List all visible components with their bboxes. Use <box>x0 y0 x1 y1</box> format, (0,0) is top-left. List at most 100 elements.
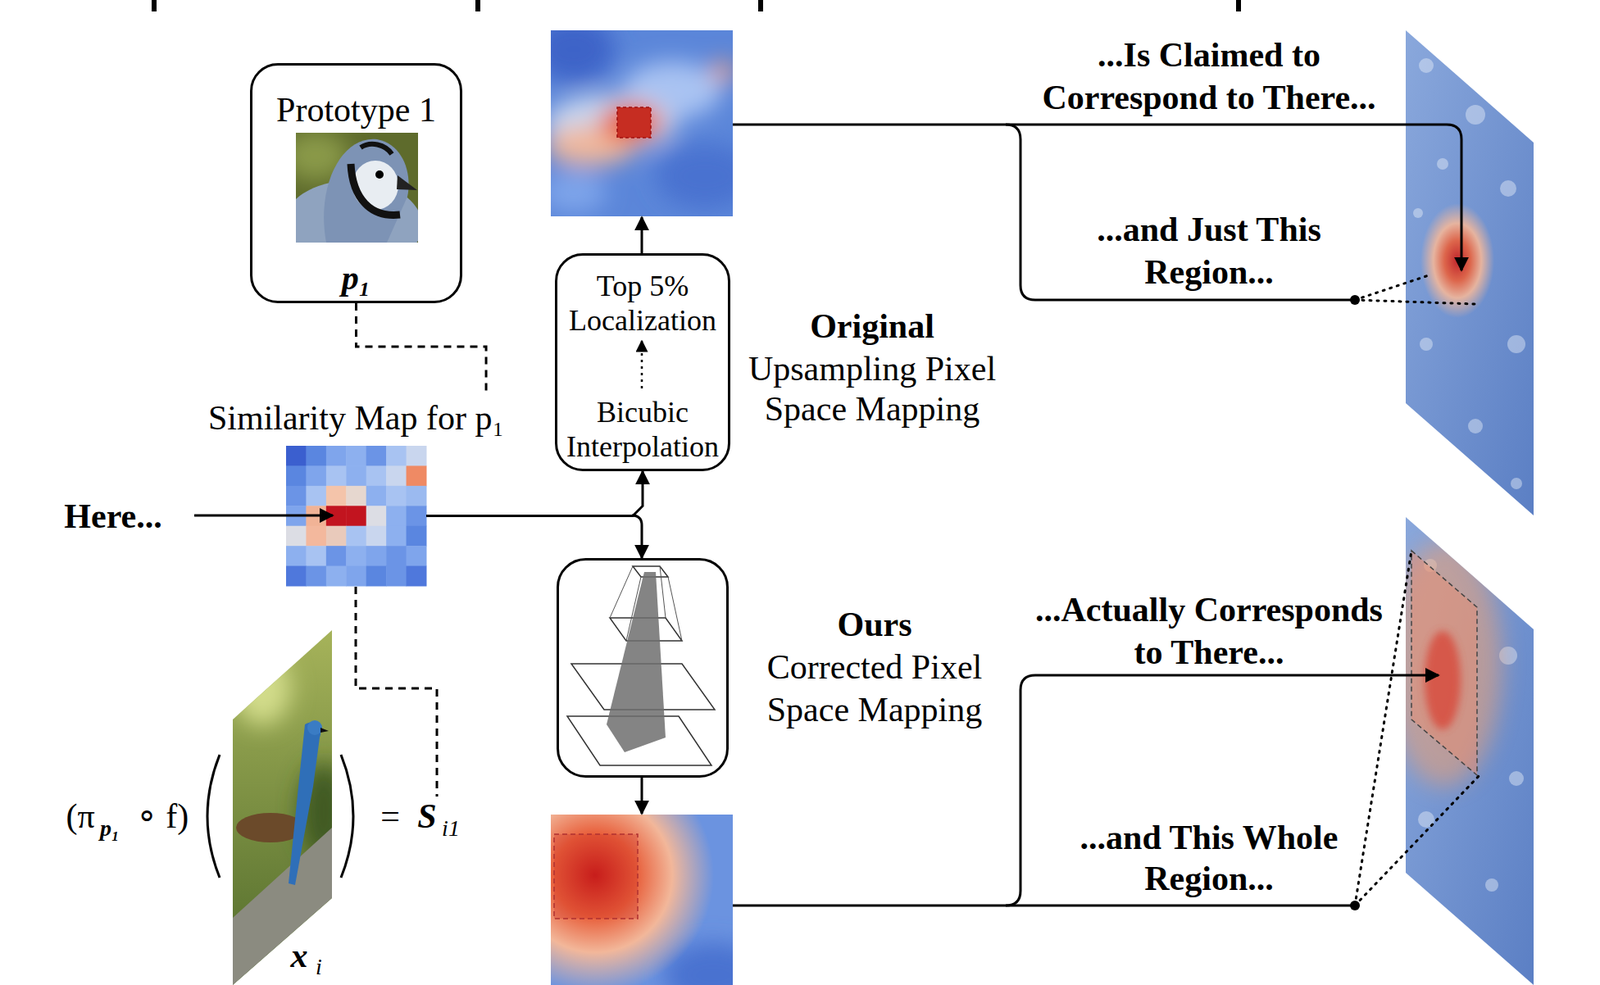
static-connectors-part-part <box>1354 300 1475 305</box>
formula-symbol: S <box>417 796 437 837</box>
original-overlay-image-part <box>1413 58 1526 490</box>
grid-cell <box>366 465 387 487</box>
method-heading: Original <box>809 306 935 346</box>
sample-image <box>232 630 349 985</box>
grid-cell <box>406 505 428 527</box>
static-connectors-part <box>732 124 1462 271</box>
original-overlay-image-part-part <box>1436 158 1449 170</box>
step-text: Top 5% Localization <box>562 268 723 338</box>
upsampled-heatmap-part-part <box>550 30 615 82</box>
grid-cell <box>286 445 307 467</box>
top-ticks-part <box>151 0 157 12</box>
prototype-image <box>295 132 419 243</box>
grid-cell <box>286 566 307 587</box>
corrected-heatmap-part <box>550 814 714 985</box>
receptive-field-box-part <box>609 566 682 641</box>
formula-subscript: p₁ <box>100 815 120 842</box>
prototype-image-part <box>396 175 418 191</box>
grid-cell <box>326 486 347 507</box>
receptive-field-box-part <box>606 572 666 753</box>
grid-cell <box>326 566 347 587</box>
static-connectors-part <box>631 515 642 559</box>
sample-image-part <box>288 722 321 886</box>
grid-cell <box>406 465 428 487</box>
grid-cell <box>286 545 307 567</box>
corrected-overlay-image <box>1386 517 1534 985</box>
prototype-title: Prototype 1 <box>276 89 437 131</box>
grid-cell <box>366 566 387 587</box>
grid-cell <box>406 445 428 467</box>
upsampling-box: Top 5% LocalizationBicubic Interpolation <box>554 253 731 472</box>
similarity-map-title: Similarity Map for p₁ <box>208 397 505 439</box>
upsampled-heatmap-part-part <box>655 143 733 210</box>
prototype-image-part <box>323 139 409 243</box>
grid-cell <box>345 445 367 467</box>
sample-image-part <box>320 727 329 733</box>
prototype-image-part <box>360 144 392 155</box>
upsampled-heatmap-part-part <box>600 103 663 143</box>
corrected-overlay-image-part-part <box>1436 928 1449 941</box>
grid-cell <box>305 465 327 487</box>
original-overlay-image-part-part <box>1465 104 1486 125</box>
grid-cell <box>326 465 347 487</box>
grid-cell <box>406 486 428 507</box>
corrected-heatmap-part <box>554 834 638 919</box>
pointer-text: Here... <box>63 496 162 537</box>
image-subscript: i <box>315 954 323 981</box>
static-connectors-part <box>194 514 333 518</box>
upsampled-heatmap-part <box>617 107 651 138</box>
grid-cell <box>305 545 327 567</box>
corrected-overlay-image-part-part <box>1485 878 1499 892</box>
grid-cell <box>286 465 307 487</box>
grid-cell <box>386 486 407 507</box>
grid-cell <box>345 545 367 567</box>
static-connectors <box>194 124 1480 906</box>
method-text: Corrected Pixel Space Mapping <box>737 645 1013 732</box>
static-connectors-part <box>640 217 644 254</box>
anchor-dots-part <box>1350 295 1360 305</box>
callout-text: ...and Just This Region... <box>1069 208 1349 294</box>
grid-cell <box>305 526 327 547</box>
grid-cell <box>286 526 307 547</box>
grid-cell <box>345 566 367 587</box>
grid-cell <box>305 445 327 467</box>
grid-cell <box>386 445 407 467</box>
original-overlay-image-part <box>1405 30 1534 516</box>
static-connectors-part <box>1005 675 1439 906</box>
grid-cell <box>345 486 367 507</box>
receptive-field-box-part-part <box>626 577 641 641</box>
formula-text: ∘ f) <box>136 796 189 837</box>
receptive-field-box-part <box>558 559 728 778</box>
prototype-box: Prototype 1p₁ <box>250 63 463 304</box>
callout-text: ...Actually Corresponds to There... <box>1020 588 1398 674</box>
image-symbol: x <box>290 936 309 976</box>
grid-cell <box>345 526 367 547</box>
prototype-image-part <box>350 163 400 215</box>
flow-arrow <box>426 471 643 517</box>
upsampled-heatmap <box>550 30 733 217</box>
original-overlay-image-part-part <box>1500 180 1517 197</box>
sample-image-part <box>233 651 291 726</box>
grid-cell <box>386 545 407 567</box>
static-connectors-part <box>1354 275 1480 906</box>
top-ticks <box>151 0 1241 12</box>
static-connectors-part <box>355 586 437 797</box>
static-connectors-part <box>732 904 1355 908</box>
receptive-field-box-part-part <box>668 577 682 641</box>
receptive-field-box <box>558 559 728 778</box>
grid-cell <box>326 526 347 547</box>
top-ticks-part <box>758 0 764 12</box>
callout-text: ...Is Claimed to Correspond to There... <box>1024 33 1394 119</box>
corrected-overlay-image-part-part <box>1509 771 1524 787</box>
original-overlay-image-part-part <box>1419 337 1433 351</box>
similarity-map: Similarity Map for p₁ <box>286 445 427 587</box>
original-overlay-image-part-part <box>1413 208 1423 219</box>
corrected-overlay-image-part <box>1386 540 1502 787</box>
grid-cell <box>386 566 407 587</box>
grid-cell <box>366 545 387 567</box>
grid-cell <box>406 526 428 547</box>
formula-subscript: i1 <box>441 815 460 842</box>
sample-image-part <box>232 827 332 985</box>
